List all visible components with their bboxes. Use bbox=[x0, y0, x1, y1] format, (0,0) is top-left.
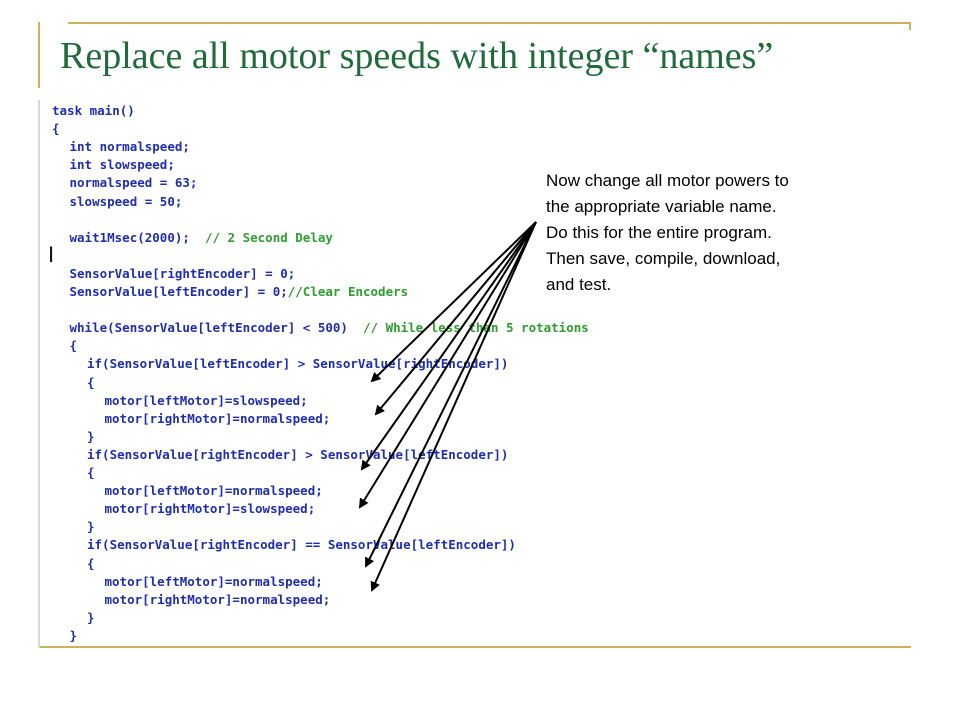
slide-top-rule bbox=[68, 22, 911, 24]
code-line: wait1Msec(2000); // 2 Second Delay bbox=[70, 229, 333, 247]
code-text: task main() bbox=[52, 103, 135, 118]
code-comment: //Clear Encoders bbox=[287, 284, 409, 299]
code-line: task main() bbox=[52, 102, 135, 120]
note-line: the appropriate variable name. bbox=[546, 197, 777, 216]
slide-title: Replace all motor speeds with integer “n… bbox=[60, 35, 774, 77]
code-text: if(SensorValue[rightEncoder] == SensorVa… bbox=[87, 537, 516, 553]
code-text: SensorValue[rightEncoder] = 0; bbox=[69, 265, 296, 281]
note-line: Now change all motor powers to bbox=[546, 171, 789, 190]
note-line: and test. bbox=[546, 275, 612, 294]
code-line: motor[rightMotor]=normalspeed; bbox=[105, 410, 331, 428]
code-text: } bbox=[69, 627, 78, 642]
code-line: { bbox=[87, 555, 95, 573]
slide-left-rule-lower bbox=[38, 100, 40, 648]
code-line: { bbox=[70, 337, 78, 355]
code-line: int slowspeed; bbox=[70, 156, 175, 174]
code-line: } bbox=[87, 428, 95, 446]
code-comment: // While less than 5 rotations bbox=[363, 320, 589, 336]
code-line: motor[rightMotor]=slowspeed; bbox=[105, 500, 316, 518]
code-line: { bbox=[87, 464, 95, 482]
code-text: slowspeed = 50; bbox=[69, 193, 183, 209]
code-line: { bbox=[52, 120, 60, 138]
code-text: wait1Msec(2000); bbox=[69, 229, 205, 245]
slide-left-rule bbox=[38, 22, 40, 88]
stray-mark: I bbox=[48, 242, 55, 267]
code-line: int normalspeed; bbox=[70, 138, 190, 156]
code-line: SensorValue[leftEncoder] = 0;//Clear Enc… bbox=[70, 283, 409, 301]
code-line: } bbox=[87, 609, 95, 627]
code-line: SensorValue[rightEncoder] = 0; bbox=[70, 265, 296, 283]
code-text: { bbox=[69, 338, 78, 354]
code-text: motor[leftMotor]=normalspeed; bbox=[104, 573, 323, 589]
code-line: slowspeed = 50; bbox=[70, 193, 183, 211]
code-text: } bbox=[87, 609, 95, 625]
slide-right-rule bbox=[909, 22, 911, 30]
code-line: if(SensorValue[leftEncoder] > SensorValu… bbox=[87, 355, 508, 373]
code-line: motor[leftMotor]=normalspeed; bbox=[105, 573, 323, 591]
code-comment: // 2 Second Delay bbox=[204, 229, 333, 245]
code-text: int slowspeed; bbox=[69, 157, 175, 173]
code-line: { bbox=[87, 374, 95, 392]
code-line: } bbox=[70, 627, 78, 642]
code-line: while(SensorValue[leftEncoder] < 500) //… bbox=[70, 319, 589, 337]
instruction-note: Now change all motor powers to the appro… bbox=[546, 168, 906, 298]
code-text: { bbox=[52, 121, 60, 137]
code-text: normalspeed = 63; bbox=[69, 175, 198, 191]
code-line: motor[leftMotor]=normalspeed; bbox=[105, 482, 323, 500]
code-text: { bbox=[87, 374, 95, 390]
code-line: motor[leftMotor]=slowspeed; bbox=[105, 392, 308, 410]
code-text: motor[leftMotor]=slowspeed; bbox=[104, 392, 308, 408]
code-line: if(SensorValue[rightEncoder] == SensorVa… bbox=[87, 536, 516, 554]
code-line: if(SensorValue[rightEncoder] > SensorVal… bbox=[87, 446, 508, 464]
code-line: motor[rightMotor]=normalspeed; bbox=[105, 591, 331, 609]
code-text: if(SensorValue[leftEncoder] > SensorValu… bbox=[87, 356, 509, 372]
code-text: } bbox=[87, 519, 95, 535]
code-text: motor[rightMotor]=slowspeed; bbox=[104, 501, 316, 517]
code-line: } bbox=[87, 518, 95, 536]
code-text: } bbox=[87, 428, 95, 444]
code-text: motor[rightMotor]=normalspeed; bbox=[104, 410, 331, 426]
note-line: Then save, compile, download, bbox=[546, 249, 781, 268]
code-text: motor[leftMotor]=normalspeed; bbox=[104, 483, 323, 499]
code-text: { bbox=[87, 465, 95, 480]
code-text: while(SensorValue[leftEncoder] < 500) bbox=[69, 320, 363, 336]
code-text: int normalspeed; bbox=[69, 139, 190, 155]
code-text: SensorValue[leftEncoder] = 0; bbox=[69, 284, 288, 299]
code-text: { bbox=[87, 555, 95, 571]
note-line: Do this for the entire program. bbox=[546, 223, 772, 242]
code-text: if(SensorValue[rightEncoder] > SensorVal… bbox=[87, 446, 509, 462]
slide-bottom-rule bbox=[40, 646, 911, 648]
code-text: motor[rightMotor]=normalspeed; bbox=[104, 591, 331, 607]
code-line: normalspeed = 63; bbox=[70, 174, 198, 192]
